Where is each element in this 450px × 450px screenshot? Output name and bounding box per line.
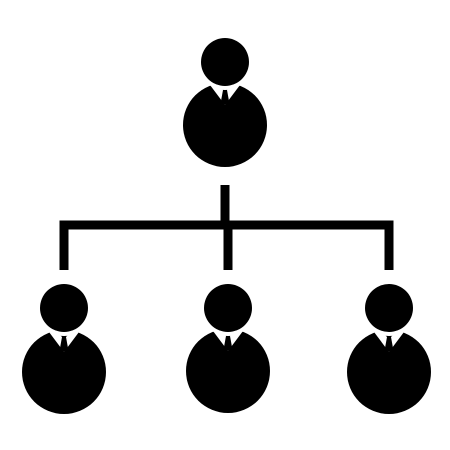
connector-drop-left bbox=[59, 220, 69, 270]
person-head bbox=[40, 284, 88, 332]
person-with-tie-icon bbox=[186, 280, 270, 413]
person-body bbox=[22, 330, 106, 414]
connector-drop-right bbox=[384, 220, 394, 270]
person-with-tie-icon bbox=[22, 280, 106, 414]
connector-drop-middle bbox=[223, 220, 233, 270]
person-with-tie-icon bbox=[347, 280, 431, 414]
person-head bbox=[201, 38, 249, 86]
people-nodes bbox=[22, 34, 431, 414]
person-head bbox=[365, 284, 413, 332]
person-tie bbox=[385, 331, 393, 352]
connector-trunk bbox=[220, 185, 230, 230]
person-body bbox=[347, 330, 431, 414]
connector-lines bbox=[59, 185, 394, 270]
person-body bbox=[183, 83, 267, 167]
person-body bbox=[186, 329, 270, 413]
person-with-tie-icon bbox=[183, 34, 267, 167]
person-head bbox=[204, 284, 252, 332]
person-tie bbox=[60, 331, 68, 352]
